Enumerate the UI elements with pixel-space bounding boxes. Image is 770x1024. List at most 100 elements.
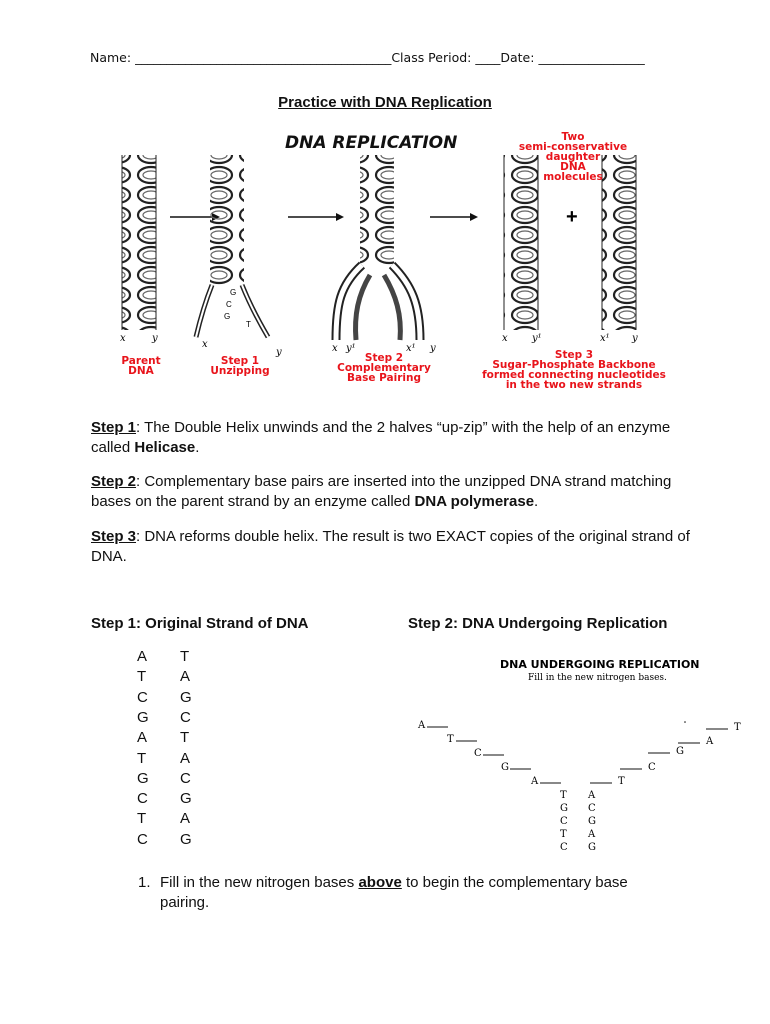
step2-x-label: x <box>332 343 338 354</box>
step1-x-label: x <box>202 339 208 350</box>
above-emphasis: above <box>358 874 402 891</box>
step-2-label: Step 2 <box>91 473 137 490</box>
original-right-base: A <box>180 668 191 686</box>
svg-text:DNA: DNA <box>128 365 155 377</box>
svg-text:in the two new strands: in the two new strands <box>506 379 642 391</box>
original-right-base: T <box>180 648 190 665</box>
svg-text:Step 2: Step 2 <box>365 352 403 364</box>
replication-right-base: G <box>676 746 684 757</box>
svg-text:molecules: molecules <box>543 171 603 183</box>
original-left-base: G <box>137 769 149 787</box>
replication-right-base: T <box>734 722 741 733</box>
original-right-base: T <box>180 729 190 747</box>
step1-base-t: T <box>246 320 251 329</box>
step-2-paragraph: Step 2: Complementary base pairs are ins… <box>91 473 672 510</box>
dna-replication-figure: DNA REPLICATION x y G C G T x y x y <box>120 131 666 391</box>
step-1-label: Step 1 <box>91 419 137 436</box>
replication-stem-left-base: C <box>560 842 568 853</box>
step1-base-g2: G <box>224 312 230 321</box>
arrow-3-icon <box>430 213 478 221</box>
original-left-base: G <box>137 708 149 726</box>
original-right-base: C <box>180 769 191 787</box>
replication-stem-left-base: T <box>560 790 567 801</box>
name-blank[interactable]: ________________________________________… <box>135 50 392 65</box>
replication-left-base: T <box>447 734 454 745</box>
svg-text:Base Pairing: Base Pairing <box>347 372 421 384</box>
original-left-base: T <box>137 668 147 686</box>
step2-helix <box>331 155 425 341</box>
replication-diagram-title: DNA UNDERGOING REPLICATION <box>500 658 700 671</box>
original-left-base: A <box>137 729 148 747</box>
svg-text:Step 3: Step 3 <box>555 349 593 361</box>
step3-label: Step 3 Sugar-Phosphate Backbone formed c… <box>482 349 666 391</box>
original-left-base: T <box>137 749 147 767</box>
date-blank[interactable]: _________________ <box>538 50 645 65</box>
plus-icon: + <box>566 206 578 228</box>
step3-y-label: y <box>631 333 638 344</box>
original-strand-heading: Step 1: Original Strand of DNA <box>91 615 309 632</box>
step-1-paragraph: Step 1: The Double Helix unwinds and the… <box>91 419 671 456</box>
step2-y-label: y <box>429 343 436 354</box>
replication-stem-left-base: C <box>560 816 568 827</box>
stray-dot <box>684 721 686 723</box>
question-text: Fill in the new nitrogen bases above to … <box>160 874 628 911</box>
daughter-helix-right <box>601 155 637 330</box>
replication-diagram: DNA UNDERGOING REPLICATION Fill in the n… <box>417 658 741 853</box>
step-3-label: Step 3 <box>91 528 137 545</box>
replication-stem-right-base: G <box>588 842 596 853</box>
question-number: 1. <box>138 874 151 891</box>
step2-x1-label: x¹ <box>406 343 416 354</box>
svg-text:Parent: Parent <box>121 355 160 367</box>
replication-stem-right-base: A <box>587 790 596 801</box>
original-left-base: T <box>137 810 147 828</box>
step3-x1-label: x¹ <box>600 333 610 344</box>
step2-y1-label: y¹ <box>345 343 356 354</box>
replication-right-base: A <box>705 736 714 747</box>
replication-right-base: C <box>648 762 656 773</box>
svg-text:Two: Two <box>562 131 585 143</box>
dna-polymerase-term: DNA polymerase <box>414 493 535 510</box>
replication-heading: Step 2: DNA Undergoing Replication <box>408 615 668 632</box>
step1-label: Step 1 Unzipping <box>210 355 269 377</box>
svg-text:DNA: DNA <box>560 161 587 173</box>
original-right-base: A <box>180 749 191 767</box>
parent-x-label: x <box>120 333 126 344</box>
date-label: Date: <box>500 50 535 65</box>
svg-text:Complementary: Complementary <box>337 362 431 374</box>
step-3-paragraph: Step 3: DNA reforms double helix. The re… <box>91 528 690 565</box>
original-left-base: C <box>137 790 148 808</box>
parent-label: Parent DNA <box>121 355 160 377</box>
step3-y1-label: y¹ <box>531 333 542 344</box>
original-right-base: C <box>180 708 191 726</box>
replication-stem-right-base: C <box>588 803 596 814</box>
step1-base-g: G <box>230 288 236 297</box>
parent-helix <box>121 155 157 330</box>
class-blank[interactable]: ____ <box>475 50 501 65</box>
figure-title: DNA REPLICATION <box>285 133 457 153</box>
original-right-base: G <box>180 790 192 808</box>
step1-y-label: y <box>275 347 282 358</box>
original-left-base: C <box>137 688 148 706</box>
daughter-helix-left <box>503 155 539 330</box>
step1-helix <box>193 155 271 339</box>
svg-text:daughter: daughter <box>546 151 601 163</box>
replication-stem-right-base: A <box>587 829 596 840</box>
replication-stem-right-base: G <box>588 816 596 827</box>
step2-label: Step 2 Complementary Base Pairing <box>337 352 431 384</box>
replication-left-base: A <box>417 720 426 731</box>
svg-text:Unzipping: Unzipping <box>210 365 269 377</box>
svg-text:semi-conservative: semi-conservative <box>519 141 627 153</box>
replication-diagram-subtitle: Fill in the new nitrogen bases. <box>528 673 667 683</box>
name-label: Name: <box>90 50 132 65</box>
svg-text:Sugar-Phosphate Backbone: Sugar-Phosphate Backbone <box>492 359 655 371</box>
helicase-term: Helicase <box>134 439 196 456</box>
replication-left-base: A <box>530 776 539 787</box>
original-left-base: C <box>137 830 148 848</box>
original-right-base: G <box>180 830 192 848</box>
step1-base-c: C <box>226 300 232 309</box>
svg-text:formed connecting nucleotides: formed connecting nucleotides <box>482 369 666 381</box>
step3-x-label: x <box>502 333 508 344</box>
original-left-base: A <box>137 648 148 665</box>
replication-right-base: T <box>618 776 625 787</box>
header-line: Name: __________________________________… <box>90 50 645 65</box>
